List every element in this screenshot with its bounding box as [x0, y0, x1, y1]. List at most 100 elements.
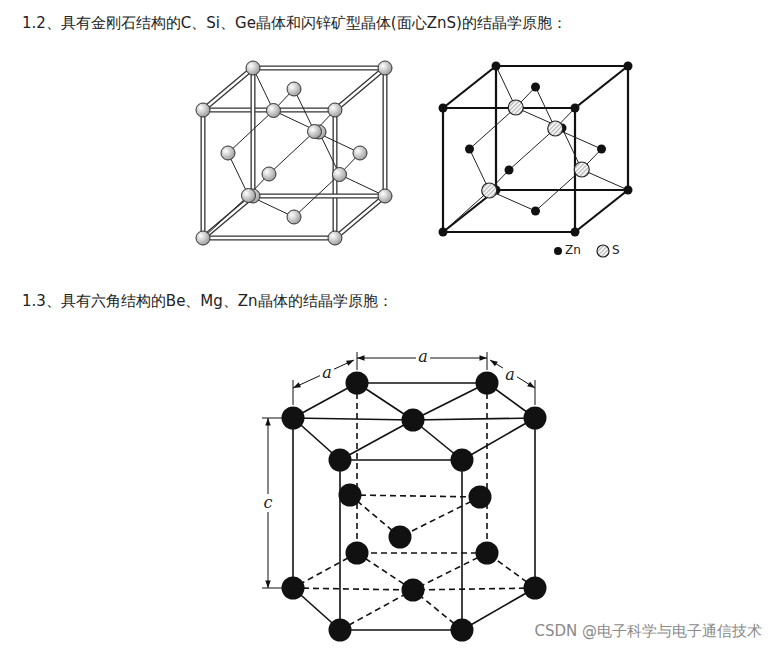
atom — [267, 104, 281, 118]
extension-line — [487, 352, 488, 370]
zn-atom — [465, 145, 474, 154]
atom — [328, 231, 342, 245]
atom — [346, 542, 369, 565]
hex-edge — [340, 459, 462, 461]
bond-line — [536, 170, 582, 212]
dimension-line — [490, 360, 535, 388]
atom — [196, 103, 210, 117]
middle-triangle — [350, 495, 480, 497]
zn-atom — [505, 166, 514, 175]
cube-edge — [335, 196, 385, 238]
cube-edge — [496, 189, 628, 191]
cube-edge — [252, 68, 254, 196]
arrow-head — [293, 382, 301, 388]
hex-edge — [357, 552, 487, 554]
atom — [308, 125, 322, 139]
atom — [353, 146, 367, 160]
arrow-head — [265, 418, 270, 426]
bond-line — [228, 111, 274, 154]
zn-atom — [571, 104, 580, 113]
hex-edge — [357, 382, 487, 384]
s-atom — [482, 183, 497, 198]
cube-edge — [627, 66, 629, 190]
cube-edge — [495, 66, 497, 190]
hex-spoke — [340, 590, 413, 630]
dimension-label: a — [320, 364, 334, 382]
atom — [389, 526, 412, 549]
cube-edge — [203, 236, 335, 241]
arrow-head — [479, 355, 487, 360]
arrow-head — [490, 360, 498, 366]
zn-atom — [531, 207, 540, 216]
vertical-edge — [292, 418, 294, 588]
hex-edge — [462, 418, 535, 460]
bond-line — [443, 191, 489, 233]
atom — [476, 372, 499, 395]
hex-spoke — [293, 588, 413, 590]
atom — [524, 577, 547, 600]
atom — [329, 449, 352, 472]
atom — [262, 167, 276, 181]
dimension-label: c — [262, 494, 275, 512]
zn-atom — [492, 62, 501, 71]
zn-atom — [439, 104, 448, 113]
extension-line — [262, 588, 282, 589]
bond-line — [509, 129, 555, 171]
legend-text: S — [612, 243, 620, 257]
vertical-edge — [534, 418, 536, 588]
cube-edge — [253, 66, 385, 71]
atom — [339, 484, 362, 507]
atom — [451, 619, 474, 642]
hex-spoke — [413, 418, 535, 420]
extension-line — [357, 352, 358, 370]
watermark: CSDN @电子科学与电子通信技术 — [534, 622, 762, 641]
atom — [451, 449, 474, 472]
vertical-edge — [339, 460, 341, 630]
hex-edge — [462, 588, 535, 630]
cube-edge — [575, 190, 628, 232]
atom — [378, 189, 392, 203]
hex-spoke — [340, 420, 413, 460]
s-atom — [548, 121, 563, 136]
cube-edge — [443, 231, 575, 233]
zn-sample — [554, 247, 562, 255]
cube-edge — [496, 65, 628, 67]
hex-spoke — [413, 383, 487, 420]
vertical-edge — [486, 383, 488, 553]
hex-spoke — [413, 553, 487, 590]
dimension-line — [293, 360, 354, 388]
dimension-label: a — [416, 348, 430, 366]
atom — [287, 210, 301, 224]
hex-spoke — [293, 418, 413, 420]
cube-edge — [335, 68, 385, 110]
zn-atom — [571, 228, 580, 237]
atom — [524, 407, 547, 430]
bond-line — [294, 175, 340, 218]
cube-edge — [384, 68, 386, 196]
bond-line — [269, 132, 315, 175]
zn-atom — [531, 83, 540, 92]
atom — [282, 577, 305, 600]
cube-edge — [202, 110, 204, 238]
atom — [346, 372, 369, 395]
atom — [378, 61, 392, 75]
cube-edge — [203, 237, 335, 239]
zn-atom — [439, 228, 448, 237]
bond-line — [470, 108, 516, 150]
atom — [282, 407, 305, 430]
atom — [242, 189, 256, 203]
zn-atom — [624, 62, 633, 71]
cube-edge — [383, 68, 388, 196]
legend-text: Zn — [565, 243, 581, 257]
arrow-head — [527, 382, 535, 388]
bond-line — [203, 196, 249, 239]
cube-edge — [442, 108, 444, 232]
arrow-head — [357, 355, 365, 360]
atom — [196, 231, 210, 245]
cube-edge — [575, 66, 628, 108]
dimension-label: a — [503, 366, 517, 384]
atom — [221, 146, 235, 160]
atom — [329, 619, 352, 642]
cube-edge — [253, 67, 385, 69]
cube-edge — [253, 195, 385, 197]
